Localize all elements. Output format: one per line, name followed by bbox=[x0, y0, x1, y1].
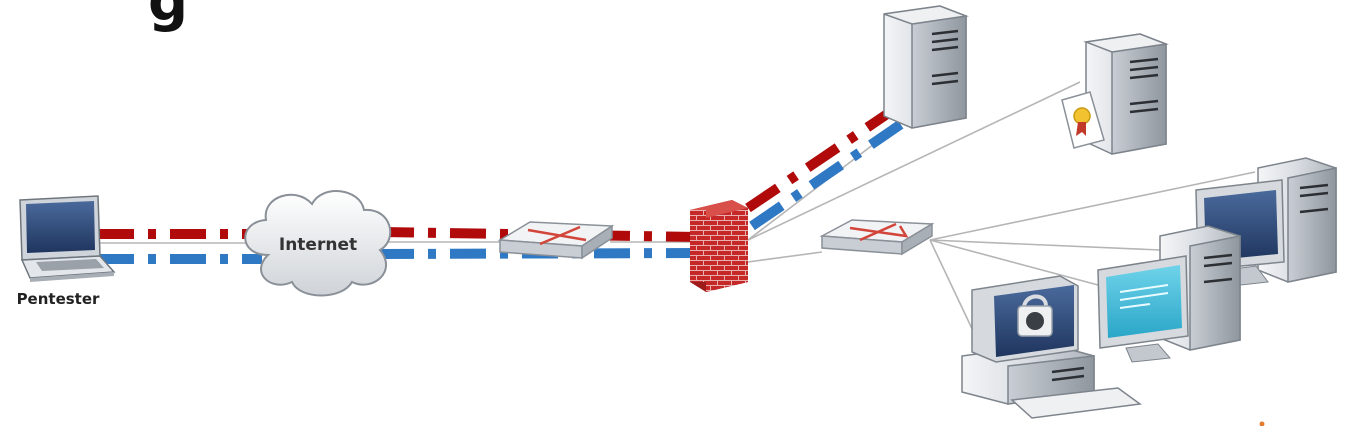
certificate-server-icon bbox=[1061, 33, 1169, 155]
page-title: g bbox=[148, 0, 189, 34]
laptop-icon bbox=[19, 195, 116, 282]
internet-label: Internet bbox=[279, 235, 357, 255]
pentester-label: Pentester bbox=[17, 290, 100, 308]
firewall-icon bbox=[690, 200, 748, 292]
link-firewall-server2 bbox=[747, 81, 1081, 241]
link-switch-pc2 bbox=[929, 239, 1161, 251]
red-attack-path bbox=[98, 95, 911, 242]
link-switch-pc4 bbox=[929, 239, 976, 336]
cloud-icon bbox=[244, 190, 392, 297]
router-icon bbox=[497, 221, 615, 260]
orange-dot bbox=[1259, 421, 1265, 426]
secure-workstation-icon bbox=[961, 275, 1142, 419]
monitor-icon bbox=[1097, 255, 1189, 363]
link-firewall-switch bbox=[747, 251, 823, 263]
link-switch-pc1 bbox=[929, 171, 1256, 241]
link-switch-pc3 bbox=[929, 239, 1099, 286]
network-links bbox=[98, 81, 1256, 336]
server-icon bbox=[883, 5, 969, 129]
switch-icon bbox=[819, 219, 935, 256]
